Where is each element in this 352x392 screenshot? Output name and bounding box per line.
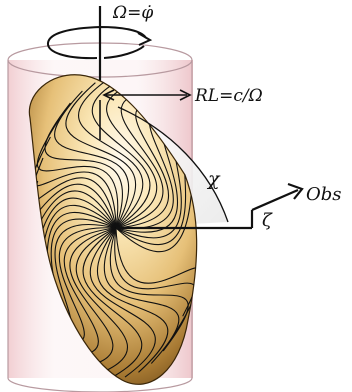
field-line [96,227,169,373]
radius-label: RL=c/Ω [194,86,263,106]
chi-label: χ [206,168,221,190]
field-line [63,227,117,356]
rotation-arrowhead [137,32,153,46]
radius-arrowhead-right [179,89,192,101]
field-line [106,82,158,229]
field-line [29,180,117,229]
field-line [78,78,144,229]
field-line [103,227,180,364]
obs-label: Obs [306,184,342,205]
observer-line [251,188,299,212]
radius-arrowhead-left [102,89,115,101]
field-line [91,78,151,229]
field-line [82,227,143,379]
radius-arrow [102,89,192,101]
field-line [69,227,117,368]
chi-angle-arc [117,106,229,223]
cylinder-bottom-rim [7,377,193,392]
rotation-arrow [47,25,153,60]
field-line [65,82,137,229]
omega-label: Ω=φ̇ [112,3,153,23]
observer-direction [116,182,304,230]
zeta-label: ζ [262,210,273,231]
field-line [115,227,197,317]
field-line [75,227,128,375]
field-line [36,118,119,229]
field-line [115,90,164,229]
field-line [54,90,130,229]
rotation-arc-front [103,45,145,59]
rotation-arc [47,25,147,60]
field-line [89,227,156,378]
observer-arrowhead [287,182,304,200]
